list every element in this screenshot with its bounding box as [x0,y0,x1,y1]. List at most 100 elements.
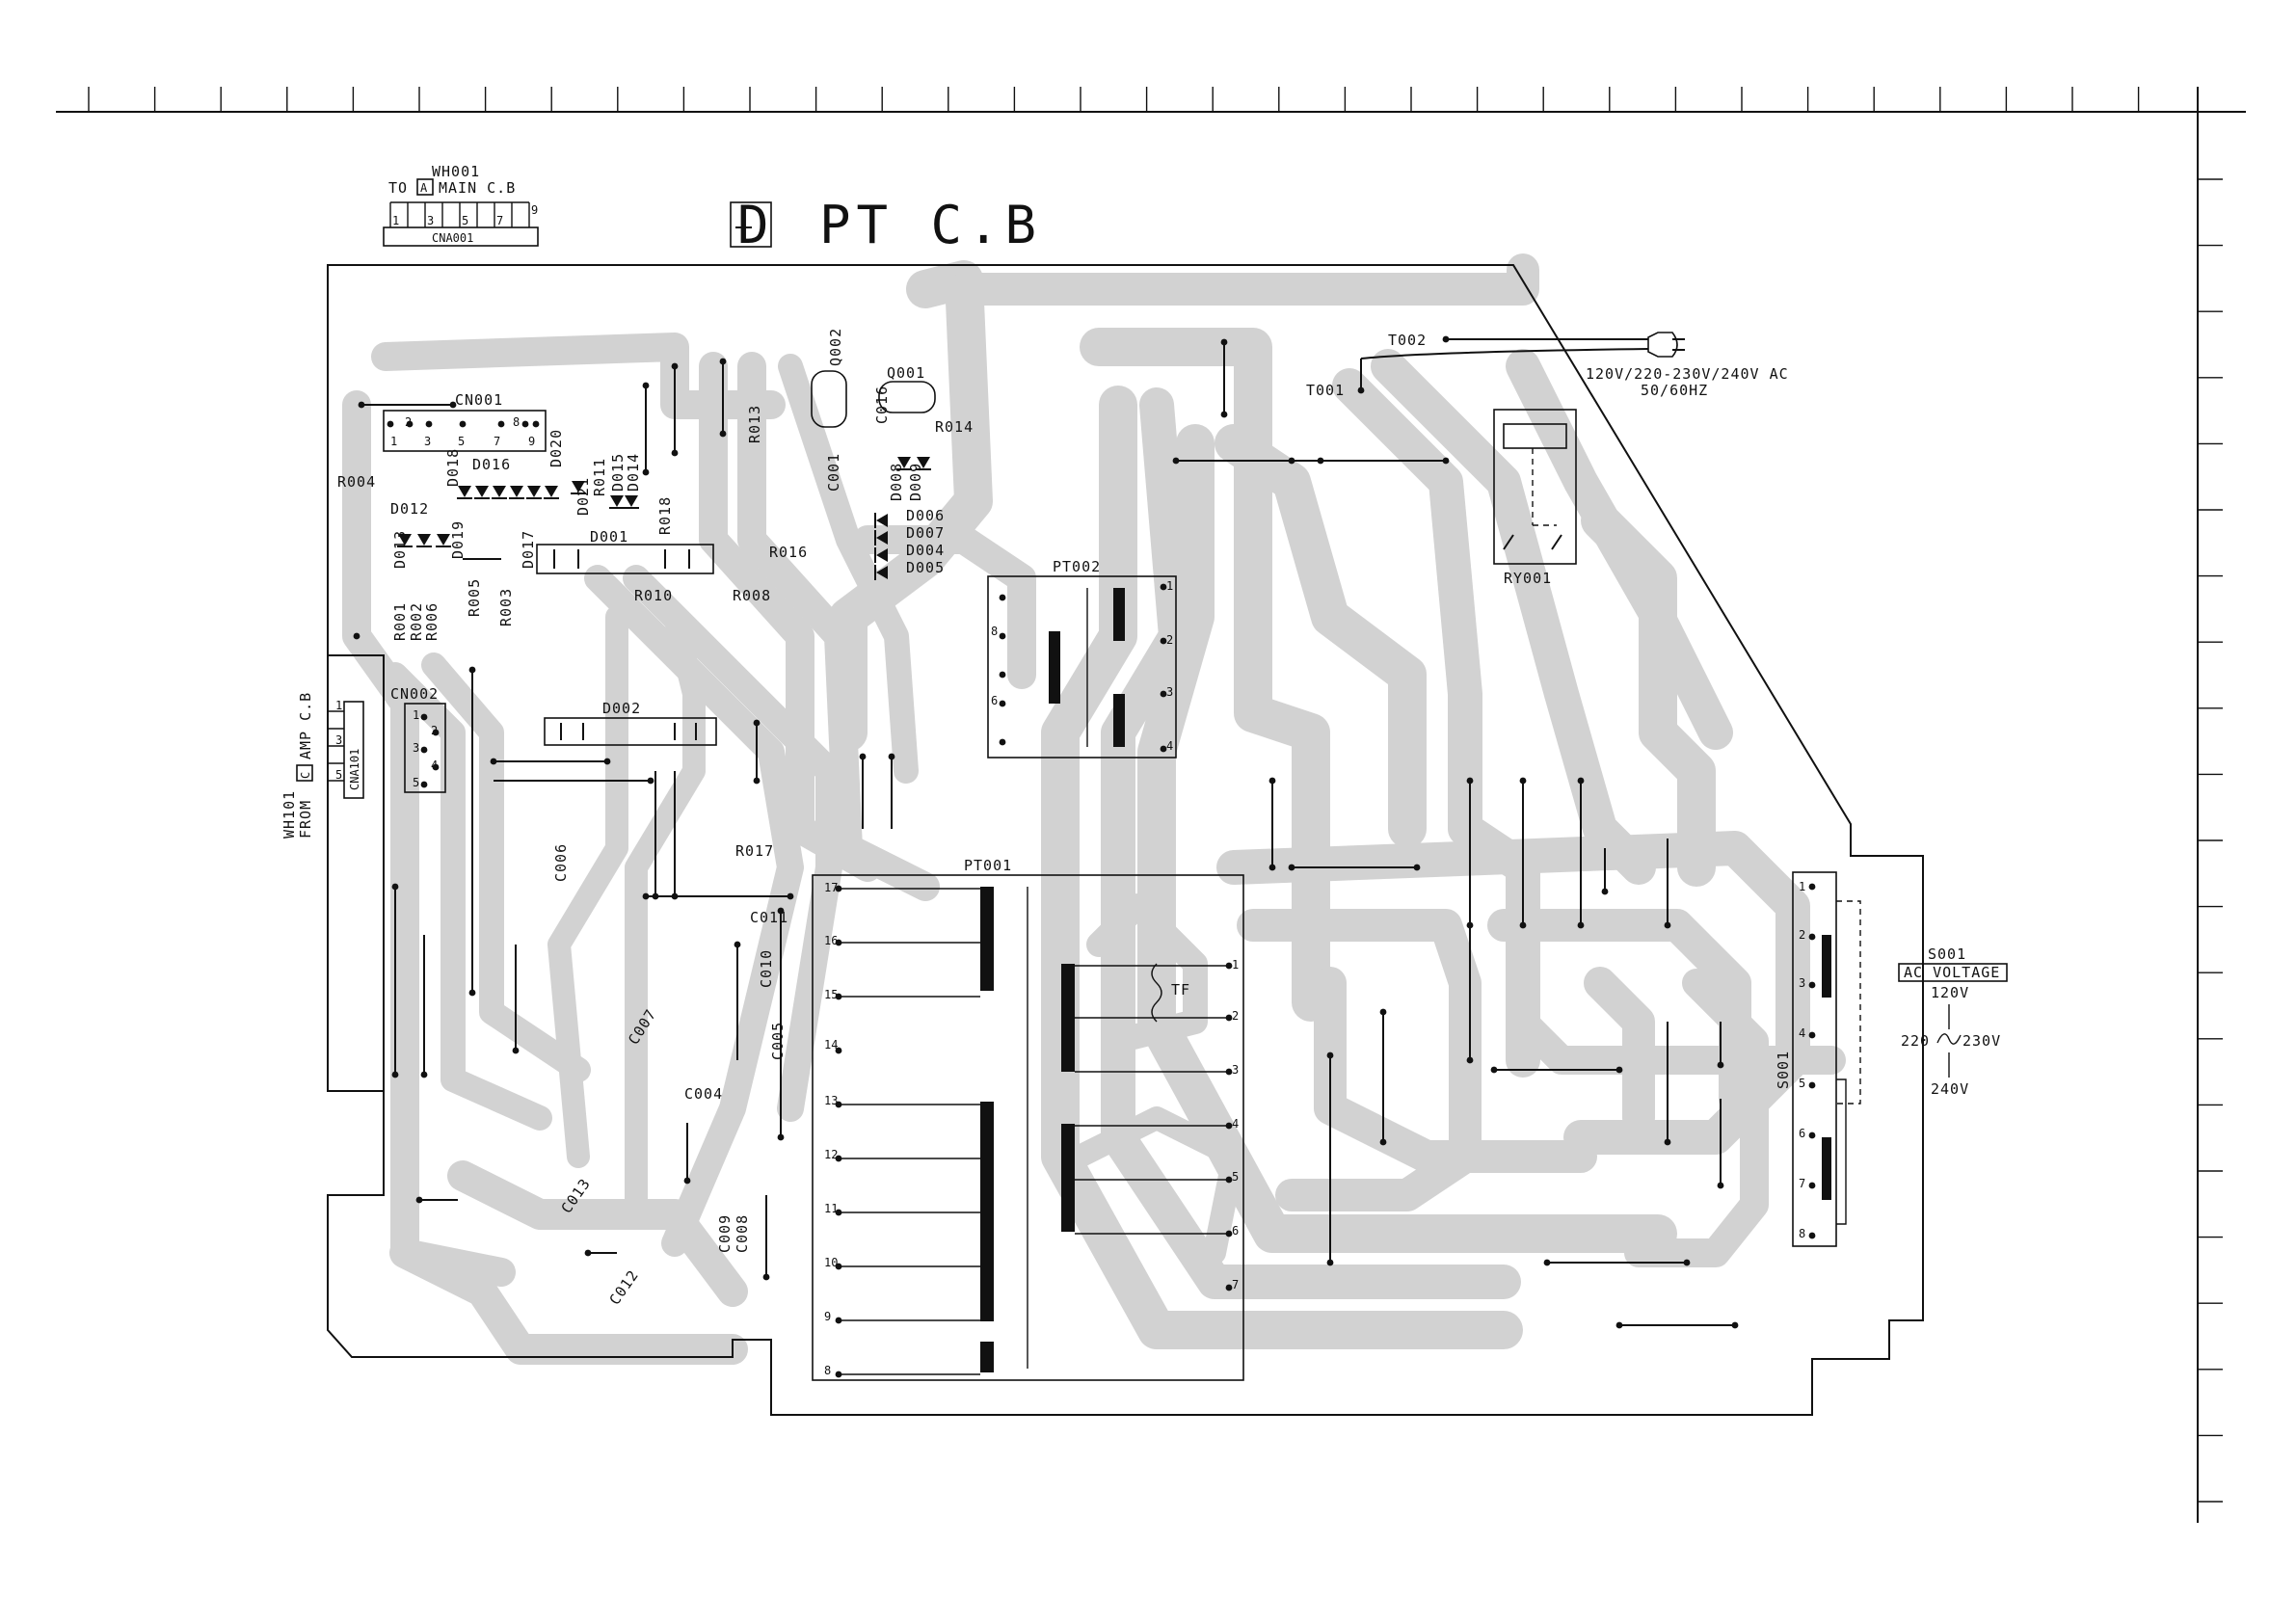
pt002-pin: 1 [1166,579,1173,593]
solder-pad [671,449,679,457]
wh001-pin: 5 [462,214,468,227]
solder-pad [835,1371,842,1378]
pt001-pin: 7 [1232,1278,1239,1291]
pt002-pin: 3 [1166,685,1173,699]
solder-pad [415,1196,423,1204]
s001-pin: 8 [1799,1227,1805,1240]
c011-label: C011 [750,909,788,926]
s001-pin: 4 [1799,1026,1805,1040]
diode-symbol [896,457,912,470]
pt001-pin: 14 [824,1038,838,1052]
wh101-dest-box: C [299,772,312,779]
d001-label: D001 [590,528,628,546]
solder-pad [1466,1056,1474,1064]
s001-vertical-label: S001 [1775,1051,1792,1089]
d004-label: D004 [906,542,945,559]
cna101-label: CNA101 [348,749,361,790]
pt002-pin: 2 [1166,633,1173,647]
solder-pad [420,746,428,754]
diode-symbol [416,534,432,547]
diode-symbol [874,547,888,563]
solder-pad [642,892,650,900]
ry001-label: RY001 [1504,570,1552,587]
cn002-label: CN002 [390,685,439,703]
cn002-pin: 1 [413,708,419,722]
solder-pad [999,594,1006,601]
solder-pad [1326,1052,1334,1059]
solder-pad [835,1263,842,1270]
solder-pad [1490,1066,1498,1074]
pt001-pin: 15 [824,988,838,1001]
solder-pad [835,1101,842,1108]
solder-pad [888,753,895,760]
solder-pad [420,1071,428,1078]
board-outline-inner [327,654,385,1091]
cn001-pin: 7 [494,435,500,448]
c005-label: C005 [769,1022,787,1060]
d009-label: D009 [907,463,924,501]
power-cord: T002 T001 120V/220-230V/240V AC 50/60HZ [1306,332,1788,399]
s001-pin: 3 [1799,976,1805,990]
solder-pad [835,1209,842,1216]
d002-label: D002 [602,700,641,717]
solder-pad [1225,1176,1233,1184]
d007-label: D007 [906,524,945,542]
s001-label: S001 [1928,945,1966,963]
solder-pad [1808,981,1816,989]
solder-pad [1543,1259,1551,1266]
solder-pad [1615,1066,1623,1074]
pt001-pin: 6 [1232,1224,1239,1238]
wh001-dest: TO [388,179,408,197]
t002-label: T002 [1388,332,1427,349]
d012-label: D012 [390,500,429,518]
diode-symbol [526,486,542,499]
solder-pad [1160,745,1167,753]
solder-pad [1413,864,1421,871]
diode-symbol [509,486,524,499]
s001-pin: 5 [1799,1077,1805,1090]
solder-pad [1225,1230,1233,1238]
cn002-pin: 3 [413,741,419,755]
solder-pad [1577,777,1585,785]
board-title: D PT C.B [730,195,1036,255]
c008-label: C008 [734,1214,751,1253]
s001-pin: 1 [1799,880,1805,893]
pt001-pin: 17 [824,881,838,894]
solder-pad [432,763,440,771]
solder-pad [1442,335,1450,343]
solder-pad [1326,1259,1334,1266]
solder-pad [1379,1008,1387,1016]
board-letter: D [737,195,775,255]
d016-label: D016 [472,456,511,473]
voltage-220-label: 220 [1901,1032,1930,1050]
solder-pad [468,989,476,997]
r001-label: R001 [391,602,409,641]
pt001-pin: 1 [1232,958,1239,972]
solder-pad [671,362,679,370]
q002-label: Q002 [827,328,844,366]
r010-label: R010 [634,587,673,604]
cn002-pin: 5 [413,776,419,789]
s001-pin: 7 [1799,1177,1805,1190]
c001-label: C001 [825,453,842,492]
pt001-pin: 12 [824,1148,838,1161]
d008-label: D008 [888,463,905,501]
r008-label: R008 [733,587,771,604]
solder-pad [1683,1259,1691,1266]
diode-symbol [457,486,472,499]
solder-pad [353,632,360,640]
frame-ruler [56,87,2246,1523]
solder-pad [835,993,842,1000]
transformer-pt002: PT002 8 6 1 2 3 4 [987,558,1177,759]
transistor-q001: Q001 [878,364,936,413]
r005-label: R005 [466,578,483,617]
solder-pad [1225,1284,1233,1291]
solder-pad [521,420,529,428]
pt001-pin: 16 [824,934,838,947]
solder-pad [420,713,428,721]
wh001-dest-board: MAIN C.B [439,179,516,197]
solder-pad [1225,962,1233,970]
transformer-pt001: PT001 TF 17 16 15 14 13 12 11 10 9 8 1 2… [812,857,1244,1381]
wh001-pin: 1 [392,214,399,227]
